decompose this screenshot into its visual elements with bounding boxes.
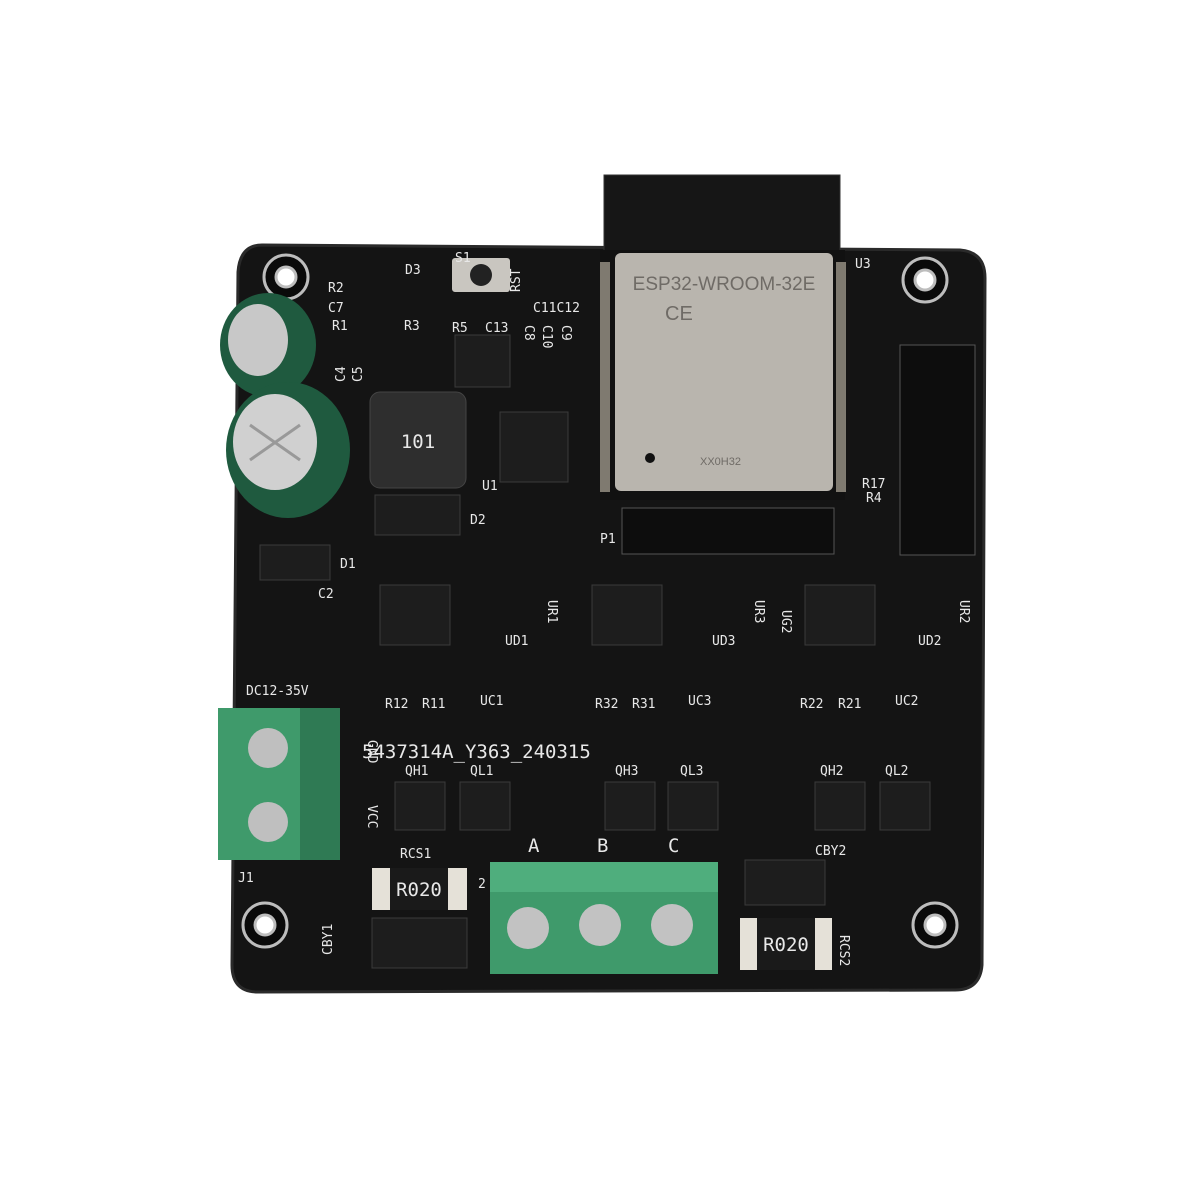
label-gnd: GND bbox=[364, 740, 379, 764]
module-name: ESP32-WROOM-32E bbox=[633, 274, 816, 295]
label-phase-a: A bbox=[528, 835, 540, 857]
label-c5: C5 bbox=[351, 366, 366, 382]
pin-header-p1 bbox=[621, 507, 835, 555]
label-rst: RST bbox=[509, 268, 524, 292]
inductor-marking: 101 bbox=[401, 431, 435, 453]
label-cby2: CBY2 bbox=[815, 844, 846, 859]
ce-mark: CE bbox=[665, 303, 693, 325]
label-ur1: UR1 bbox=[544, 600, 559, 623]
label-phase-c: C bbox=[668, 835, 679, 857]
label-p1: P1 bbox=[600, 532, 616, 547]
mounting-holes bbox=[241, 253, 959, 949]
label-d2: D2 bbox=[470, 513, 486, 528]
label-c7: C7 bbox=[328, 301, 344, 316]
label-uc3: UC3 bbox=[688, 694, 711, 709]
label-ud2: UD2 bbox=[918, 634, 941, 649]
label-c11c12: C11C12 bbox=[533, 301, 580, 316]
label-r2: R2 bbox=[328, 281, 344, 296]
label-ud1: UD1 bbox=[505, 634, 528, 649]
label-ql1: QL1 bbox=[470, 764, 493, 779]
label-r4: R4 bbox=[866, 491, 882, 506]
label-ur2: UR2 bbox=[956, 600, 971, 623]
label-r1: R1 bbox=[332, 319, 348, 334]
label-power-input: DC12-35V bbox=[246, 684, 309, 699]
label-pin2: 2 bbox=[478, 877, 486, 892]
esp32-module: ESP32-WROOM-32E CE XX0H32 bbox=[600, 174, 846, 500]
label-s1: S1 bbox=[455, 251, 471, 266]
label-c9: C9 bbox=[558, 325, 573, 341]
label-r32: R32 bbox=[595, 697, 618, 712]
label-phase-b: B bbox=[597, 835, 608, 857]
label-qh1: QH1 bbox=[405, 764, 428, 779]
label-uc2: UC2 bbox=[895, 694, 918, 709]
label-j1: J1 bbox=[238, 871, 254, 886]
label-ql2: QL2 bbox=[885, 764, 908, 779]
label-r3: R3 bbox=[404, 319, 420, 334]
label-c13: C13 bbox=[485, 321, 508, 336]
label-r22: R22 bbox=[800, 697, 823, 712]
label-qh3: QH3 bbox=[615, 764, 638, 779]
label-c2: C2 bbox=[318, 587, 334, 602]
pin-header-right bbox=[899, 344, 976, 556]
label-c4: C4 bbox=[334, 366, 349, 382]
shunt-left-marking: R020 bbox=[396, 879, 442, 901]
module-marking: XX0H32 bbox=[700, 456, 741, 468]
label-uc1: UC1 bbox=[480, 694, 503, 709]
label-ur3: UR3 bbox=[751, 600, 766, 623]
label-u1: U1 bbox=[482, 479, 498, 494]
label-ud3: UD3 bbox=[712, 634, 735, 649]
label-cby1: CBY1 bbox=[321, 924, 336, 955]
label-r17: R17 bbox=[862, 477, 885, 492]
label-u3: U3 bbox=[855, 257, 871, 272]
shunt-right-marking: R020 bbox=[763, 934, 809, 956]
motor-terminal-abc bbox=[490, 862, 718, 974]
label-rcs1: RCS1 bbox=[400, 847, 431, 862]
label-ug2: UG2 bbox=[778, 610, 793, 633]
board-revision-code: 5437314A_Y363_240315 bbox=[362, 741, 591, 763]
label-r31: R31 bbox=[632, 697, 655, 712]
power-terminal-j1 bbox=[218, 708, 340, 860]
label-vcc: VCC bbox=[364, 805, 379, 828]
label-r21: R21 bbox=[838, 697, 861, 712]
label-ql3: QL3 bbox=[680, 764, 703, 779]
label-d1: D1 bbox=[340, 557, 356, 572]
label-c8: C8 bbox=[521, 325, 536, 341]
label-qh2: QH2 bbox=[820, 764, 843, 779]
inductor bbox=[369, 391, 467, 489]
label-c10: C10 bbox=[539, 325, 554, 348]
label-r11: R11 bbox=[422, 697, 445, 712]
label-r5: R5 bbox=[452, 321, 468, 336]
ics bbox=[259, 334, 931, 969]
label-r12: R12 bbox=[385, 697, 408, 712]
label-rcs2: RCS2 bbox=[836, 935, 851, 966]
electrolytic-capacitors bbox=[220, 293, 350, 518]
label-d3: D3 bbox=[405, 263, 421, 278]
